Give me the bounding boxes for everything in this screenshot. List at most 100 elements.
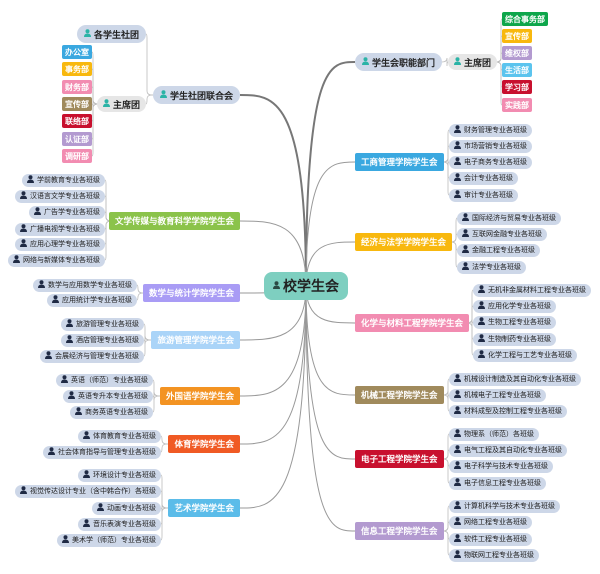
left-college-3-label: 外国语学院学生会 [165, 392, 234, 402]
union-dept-0[interactable]: 综合事务部 [502, 12, 548, 26]
class-group-item[interactable]: 电子商务专业各班级 [449, 155, 532, 169]
class-group-item[interactable]: 材料成型及控制工程专业各班级 [449, 404, 567, 418]
club-chair-group-node-label: 主席团 [112, 100, 140, 111]
person-icon [454, 157, 461, 167]
union-dept-3[interactable]: 生活部 [502, 63, 532, 77]
class-group-item[interactable]: 物联网工程专业各班级 [449, 548, 539, 562]
class-group-item[interactable]: 物理系（师范）各班级 [449, 427, 539, 441]
class-group-item[interactable]: 应用心理学专业各班级 [15, 237, 105, 251]
union-chair-group-node[interactable]: 主席团 [448, 54, 498, 70]
connector [145, 33, 153, 96]
union-dept-2[interactable]: 维权部 [502, 46, 532, 60]
class-group-item[interactable]: 社会体育指导与管理专业各班级 [43, 445, 161, 459]
class-group-item-label: 生物制药专业各班级 [488, 335, 551, 343]
person-icon [454, 141, 461, 151]
class-group-item[interactable]: 计算机科学与技术专业各班级 [449, 499, 560, 513]
club-federation-node[interactable]: 学生社团联合会 [152, 86, 240, 104]
left-college-1[interactable]: 数学与统计学院学生会 [142, 284, 240, 302]
class-group-item[interactable]: 音乐表演专业各班级 [78, 517, 161, 531]
club-dept-4[interactable]: 联络部 [62, 114, 92, 128]
class-group-item[interactable]: 酒店管理专业各班级 [61, 333, 144, 347]
class-group-item[interactable]: 应用化学专业各班级 [473, 299, 556, 313]
class-group-item[interactable]: 生物制药专业各班级 [473, 332, 556, 346]
person-icon [83, 519, 90, 529]
class-group-item[interactable]: 生物工程专业各班级 [473, 315, 556, 329]
class-group-item-label: 市场营销专业各班级 [464, 142, 527, 150]
left-college-1-label: 数学与统计学院学生会 [148, 289, 234, 299]
class-group-item[interactable]: 广告学专业各班级 [29, 205, 105, 219]
connector [160, 507, 169, 541]
left-college-5[interactable]: 艺术学院学生会 [168, 499, 240, 517]
left-college-2[interactable]: 旅游管理学院学生会 [151, 331, 240, 349]
class-group-item[interactable]: 应用统计学专业各班级 [47, 293, 137, 307]
class-group-item-label: 广播电视学专业各班级 [30, 225, 100, 233]
class-group-item[interactable]: 环境设计专业各班级 [78, 468, 161, 482]
connector [152, 395, 160, 413]
right-college-3[interactable]: 机械工程学院学生会 [355, 386, 444, 404]
connector [442, 458, 450, 484]
left-college-0[interactable]: 文学传媒与教育科学学院学生会 [108, 212, 240, 230]
person-icon [462, 262, 469, 272]
class-group-item[interactable]: 电子科学与技术专业各班级 [449, 459, 553, 473]
class-group-item[interactable]: 电气工程及其自动化专业各班级 [449, 443, 567, 457]
right-college-0[interactable]: 工商管理学院学生会 [355, 153, 444, 171]
root-node[interactable]: 校学生会 [264, 272, 348, 300]
right-college-5-label: 信息工程学院学生会 [361, 527, 438, 537]
club-dept-3[interactable]: 宣传部 [62, 97, 92, 111]
class-group-item[interactable]: 网络与新媒体专业各班级 [8, 253, 105, 267]
class-group-item-label: 电气工程及其自动化专业各班级 [464, 446, 562, 454]
class-group-item[interactable]: 国际经济与贸易专业各班级 [457, 211, 561, 225]
person-icon [454, 478, 461, 488]
class-group-item-label: 英语专升本专业各班级 [78, 392, 148, 400]
class-group-item[interactable]: 互联网金融专业各班级 [457, 227, 547, 241]
class-group-item[interactable]: 网络工程专业各班级 [449, 515, 532, 529]
class-group-item[interactable]: 旅游管理专业各班级 [61, 317, 144, 331]
class-group-item[interactable]: 软件工程专业各班级 [449, 532, 532, 546]
person-icon [454, 57, 461, 67]
class-group-item[interactable]: 市场营销专业各班级 [449, 139, 532, 153]
connector [239, 220, 307, 287]
right-college-4[interactable]: 电子工程学院学生会 [355, 450, 444, 468]
class-group-item[interactable]: 化学工程与工艺专业各班级 [473, 348, 577, 362]
class-group-item-label: 应用心理学专业各班级 [30, 240, 100, 248]
person-icon [478, 285, 485, 295]
club-dept-0[interactable]: 办公室 [62, 45, 92, 59]
left-college-4[interactable]: 体育学院学生会 [168, 435, 240, 453]
union-dept-4[interactable]: 学习部 [502, 80, 532, 94]
class-group-item[interactable]: 无机非金属材料工程专业各班级 [473, 283, 591, 297]
club-dept-1[interactable]: 事务部 [62, 62, 92, 76]
club-chair-group-node[interactable]: 主席团 [96, 96, 146, 112]
class-group-item[interactable]: 电子信息工程专业各班级 [449, 476, 546, 490]
class-group-item[interactable]: 英语（师范）专业各班级 [56, 373, 153, 387]
class-group-item[interactable]: 机械设计制造及其自动化专业各班级 [449, 372, 581, 386]
class-group-item[interactable]: 财务管理专业各班级 [449, 123, 532, 137]
club-dept-5[interactable]: 认证部 [62, 132, 92, 146]
all-student-clubs-node[interactable]: 各学生社团 [76, 25, 146, 43]
class-group-item[interactable]: 会计专业各班级 [449, 171, 518, 185]
functional-depts-node[interactable]: 学生会职能部门 [355, 53, 443, 71]
class-group-item[interactable]: 广播电视学专业各班级 [15, 222, 105, 236]
club-dept-6[interactable]: 调研部 [62, 149, 92, 163]
class-group-item[interactable]: 审计专业各班级 [449, 188, 518, 202]
union-dept-1[interactable]: 宣传部 [502, 29, 532, 43]
class-group-item[interactable]: 机械电子工程专业各班级 [449, 388, 546, 402]
class-group-item[interactable]: 学前教育专业各班级 [22, 173, 105, 187]
class-group-item[interactable]: 动画专业各班级 [92, 501, 161, 515]
club-dept-2[interactable]: 财务部 [62, 80, 92, 94]
class-group-item[interactable]: 金融工程专业各班级 [457, 243, 540, 257]
class-group-item[interactable]: 法学专业各班级 [457, 260, 526, 274]
class-group-item[interactable]: 英语专升本专业各班级 [63, 389, 153, 403]
class-group-item[interactable]: 数学与应用数学专业各班级 [33, 278, 137, 292]
class-group-item[interactable]: 商务英语专业各班级 [70, 405, 153, 419]
right-college-5[interactable]: 信息工程学院学生会 [355, 522, 444, 540]
right-college-1[interactable]: 经济与法学学院学生会 [355, 233, 453, 251]
class-group-item[interactable]: 汉语言文学专业各班级 [15, 189, 105, 203]
class-group-item-label: 机械设计制造及其自动化专业各班级 [464, 375, 576, 383]
right-college-2[interactable]: 化学与材料工程学院学生会 [355, 314, 470, 332]
class-group-item[interactable]: 美术学（师范）专业各班级 [57, 533, 161, 547]
class-group-item[interactable]: 会展经济与管理专业各班级 [40, 349, 144, 363]
class-group-item[interactable]: 体育教育专业各班级 [78, 429, 161, 443]
class-group-item[interactable]: 视觉传达设计专业（含中韩合作）各班级 [15, 484, 161, 498]
left-college-3[interactable]: 外国语学院学生会 [159, 387, 240, 405]
union-dept-5[interactable]: 实践部 [502, 98, 532, 112]
